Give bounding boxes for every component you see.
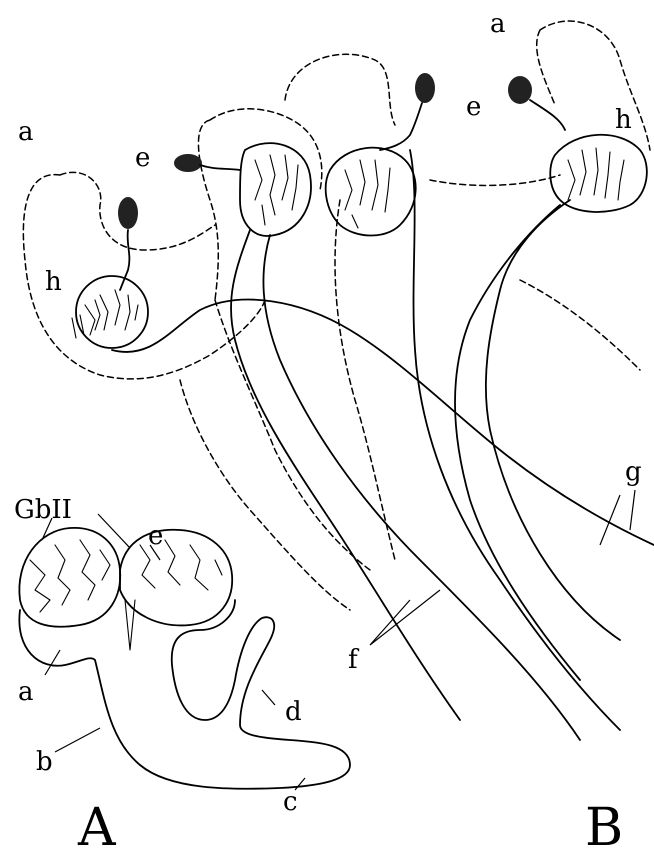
cell-3 bbox=[285, 54, 620, 730]
label-g: g bbox=[625, 457, 642, 487]
glomerulus-right bbox=[120, 530, 232, 626]
label-a-2: a bbox=[490, 9, 506, 39]
cell-3-stalk bbox=[380, 103, 422, 150]
label-d: d bbox=[285, 697, 302, 727]
cell-3-fibrils bbox=[345, 160, 390, 228]
cell-2-stalk bbox=[200, 165, 240, 170]
cell-2-outline bbox=[198, 109, 370, 570]
leader-b bbox=[55, 728, 100, 752]
cell-4-stalk bbox=[530, 100, 565, 130]
glomerulus-left bbox=[19, 528, 120, 627]
cell-3-body-e bbox=[415, 73, 435, 103]
label-h-1: h bbox=[45, 267, 62, 297]
label-h-2: h bbox=[615, 105, 632, 135]
panel-a-cleft bbox=[125, 600, 135, 650]
cell-1-nucleus bbox=[76, 276, 148, 348]
panel-label-b: B bbox=[585, 798, 623, 852]
cell-2-body-e bbox=[174, 154, 202, 172]
cell-2 bbox=[174, 109, 580, 740]
panel-label-a: A bbox=[77, 798, 117, 852]
leader-d bbox=[262, 690, 275, 705]
leader-a-a bbox=[45, 650, 60, 675]
label-e-2: e bbox=[466, 92, 481, 122]
cell-3-fiber bbox=[410, 150, 620, 730]
cell-2-nucleus bbox=[240, 143, 311, 236]
label-a-a: a bbox=[18, 677, 34, 707]
label-c: c bbox=[283, 787, 298, 817]
label-b: b bbox=[36, 747, 53, 777]
panel-a-structure bbox=[19, 514, 350, 790]
cell-1-stalk bbox=[120, 230, 129, 290]
cell-4-fiber-b bbox=[455, 205, 580, 680]
cell-4-fibrils bbox=[568, 148, 624, 200]
panel-a-body-outline bbox=[19, 600, 350, 789]
label-e-a: e bbox=[148, 521, 163, 551]
labels: a e h a e h g f GbII e a b c d A B bbox=[14, 9, 642, 852]
cell-1-body-e bbox=[118, 197, 138, 229]
cell-2-fibrils bbox=[255, 155, 298, 225]
label-e-1: e bbox=[135, 143, 150, 173]
cell-1-outline bbox=[23, 172, 350, 610]
leader-g bbox=[600, 490, 635, 545]
leader-gbii-2 bbox=[98, 514, 130, 548]
label-a-1: a bbox=[18, 117, 34, 147]
cell-4-fiber bbox=[486, 200, 620, 640]
cell-4-outline bbox=[430, 21, 650, 370]
cell-4-body-e bbox=[508, 76, 532, 104]
cell-1 bbox=[23, 172, 654, 610]
label-gbii: GbII bbox=[14, 495, 72, 525]
label-f: f bbox=[348, 645, 360, 675]
cell-3-nucleus bbox=[326, 148, 416, 236]
cell-4-nucleus bbox=[550, 135, 647, 212]
